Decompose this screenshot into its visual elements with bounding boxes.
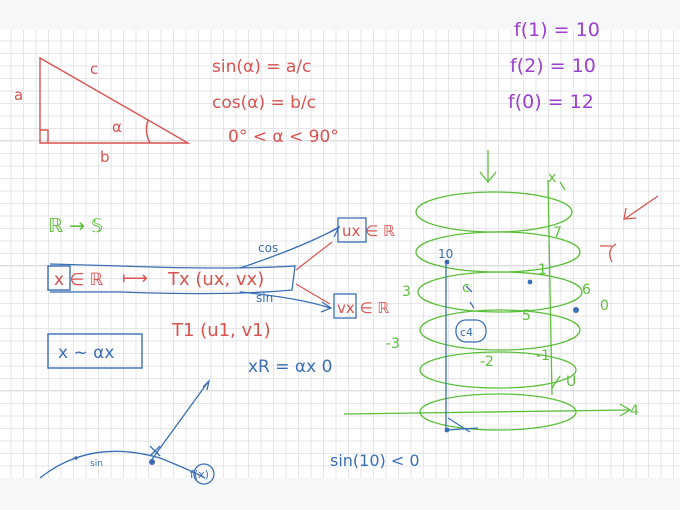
bottom-band: [0, 478, 680, 510]
helix-3-label: 3: [402, 284, 411, 300]
helix-0-label: 0: [600, 298, 609, 314]
sin-formula: sin(α) = a/c: [212, 57, 311, 77]
blue-diagonal: [447, 417, 471, 433]
helix-loop-6: [419, 393, 577, 431]
blue-point-top: [444, 259, 450, 265]
x-alpha-box: x ~ αx: [47, 333, 143, 369]
angle-arc: [145, 119, 151, 144]
helix-x-tick: [559, 181, 566, 191]
blue-point-mid: [527, 279, 533, 285]
sphere-x-mark: [149, 445, 161, 457]
arrow-sin: [239, 291, 331, 309]
helix-m2-label: -2: [480, 354, 494, 370]
mapping-band: [49, 263, 296, 295]
helix-m1-label: -1: [536, 348, 550, 364]
maps-to-arrow: ⟼: [122, 268, 148, 289]
sphere-sin-label: sin: [90, 459, 103, 469]
cos-label: cos: [258, 241, 278, 255]
blue-point-right: [573, 307, 579, 313]
top-band: [0, 0, 680, 30]
arrowhead-sin: [320, 301, 333, 313]
ux-box-text: ux ∈ ℝ: [342, 222, 395, 240]
x-alpha-text: x ~ αx: [58, 343, 114, 363]
red-arrow-right-head: [623, 207, 637, 220]
sphere-normal: [149, 381, 209, 463]
blue-point-bottom: [444, 427, 450, 433]
t1-expression: T1 (u1, v1): [171, 320, 271, 341]
red-arrow-down: [295, 283, 331, 305]
sphere-arc: [39, 450, 206, 479]
helix-4-label: 4: [630, 403, 639, 419]
range-formula: 0° < α < 90°: [228, 127, 339, 147]
red-curl: [600, 243, 617, 263]
red-arrow-up: [295, 241, 333, 271]
u-pointer: [551, 375, 561, 389]
sphere-sketch: [39, 378, 215, 485]
sphere-fx-label: f(x): [190, 468, 209, 481]
side-c-label: c: [90, 60, 98, 78]
helix-c4-label: c4: [460, 326, 473, 339]
domain-box-text: x ∈ ℝ: [54, 270, 104, 290]
triangle: [39, 56, 191, 144]
red-arrow-right: [600, 195, 659, 263]
cos-formula: cos(α) = b/c: [212, 93, 316, 113]
helix-x-label: x: [548, 170, 556, 186]
triangle-shape: [39, 56, 191, 144]
sphere-small-circle: [193, 463, 215, 485]
f0-value: f(0) = 12: [508, 91, 594, 113]
helix-base-axis-head: [619, 403, 632, 417]
r-to-s: ℝ → 𝕊: [48, 215, 103, 237]
red-arrow-right-line: [625, 195, 659, 219]
helix-vertical-axis: [547, 179, 553, 396]
helix-5-label: 5: [522, 308, 531, 324]
right-angle-mark: [39, 129, 49, 144]
down-arrow: [479, 150, 497, 184]
helix-6-label: 6: [582, 282, 591, 298]
f2-value: f(2) = 10: [510, 55, 596, 77]
helix-m3-label: -3: [386, 336, 400, 352]
helix-u-label: U: [566, 374, 576, 390]
helix-loop-3: [417, 271, 583, 313]
domain-box: x ∈ ℝ: [47, 265, 104, 291]
helix-7-label: 7: [553, 225, 562, 241]
arrow-cos: [239, 227, 339, 269]
torus-expression: Tx (ux, vx): [167, 269, 264, 290]
vx-box-text: vx ∈ ℝ: [337, 299, 389, 317]
helix-loop-4: [419, 309, 581, 351]
helix-loop-5: [419, 351, 577, 389]
sin-label: sin: [256, 291, 273, 305]
side-a-label: a: [14, 86, 23, 104]
blue-ticks: [465, 285, 475, 309]
helix-1-label: 1: [538, 262, 547, 278]
sphere-dot: [74, 456, 78, 460]
helix: [343, 150, 632, 431]
arrowhead-cos: [329, 225, 341, 238]
blue-c4-box: [455, 319, 487, 343]
sphere-normal-head: [202, 378, 211, 391]
xr-equation: xR = αx 0: [248, 357, 332, 377]
helix-c-label: c: [462, 280, 470, 296]
vx-box: vx ∈ ℝ: [333, 293, 389, 319]
angle-label: α: [112, 118, 122, 136]
f1-value: f(1) = 10: [514, 19, 600, 41]
helix-base-axis: [343, 409, 631, 415]
ux-box: ux ∈ ℝ: [337, 217, 395, 243]
helix-10-label: 10: [438, 247, 453, 261]
mapping-arrows: [239, 225, 341, 313]
side-b-label: b: [100, 148, 110, 166]
sin-10-inequality: sin(10) < 0: [330, 451, 420, 470]
sphere-point: [149, 459, 155, 465]
